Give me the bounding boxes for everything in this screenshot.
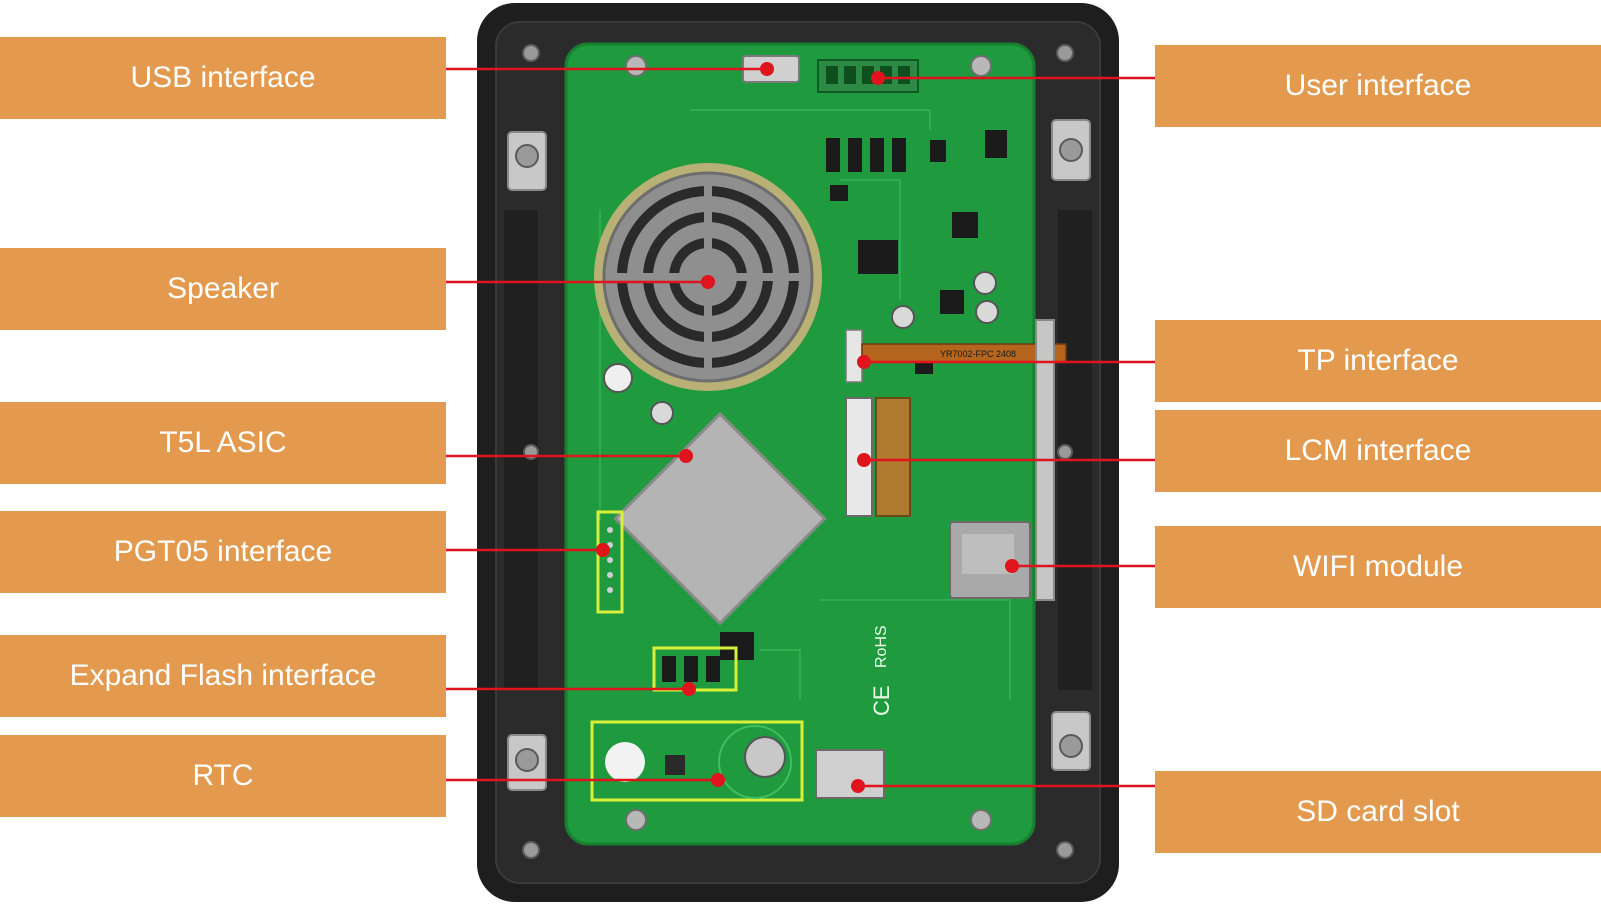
speaker-label: Speaker xyxy=(0,248,446,330)
expand-flash-interface-label: Expand Flash interface xyxy=(0,635,446,717)
ce-marking: CE xyxy=(869,685,894,716)
usb-interface-label: USB interface xyxy=(0,37,446,119)
user-interface-label: User interface xyxy=(1155,45,1601,127)
sd-slot xyxy=(815,749,885,799)
t5l-asic-label: T5L ASIC xyxy=(0,402,446,484)
rtc-label: RTC xyxy=(0,735,446,817)
wifi-module xyxy=(949,521,1031,599)
user-header xyxy=(817,59,919,93)
pgt05-header xyxy=(596,510,624,614)
rohs-marking: RoHS xyxy=(873,625,890,668)
leader-dots xyxy=(596,62,1019,793)
tp-interface-label: TP interface xyxy=(1155,320,1601,402)
capacitors xyxy=(603,271,999,425)
wifi-module-label: WIFI module xyxy=(1155,526,1601,608)
rtc-area xyxy=(590,720,804,802)
sd-card-slot-label: SD card slot xyxy=(1155,771,1601,853)
leader-lines xyxy=(446,67,1155,788)
screws xyxy=(515,44,1083,859)
pcb xyxy=(564,42,1036,846)
smd-components xyxy=(720,130,1007,660)
pcb-screws xyxy=(625,55,992,831)
lcm-interface-label: LCM interface xyxy=(1155,410,1601,492)
fpc-marking: YR7002-FPC 2408 xyxy=(940,349,1016,359)
lcm-connector xyxy=(845,397,911,517)
pgt05-interface-label: PGT05 interface xyxy=(0,511,446,593)
t5l-asic-shield xyxy=(613,411,827,626)
enclosure-ribs xyxy=(504,210,1092,690)
